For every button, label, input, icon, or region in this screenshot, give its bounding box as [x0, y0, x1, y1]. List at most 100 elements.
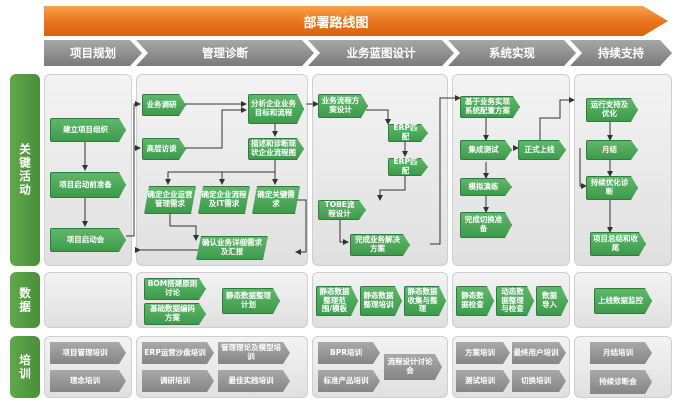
data-static-scope: 静态数据整理范围/模板: [316, 286, 358, 316]
phase-planning: 项目规划: [44, 40, 142, 66]
training-solution: 方案培训: [456, 342, 510, 364]
box-label: 项目总结和收尾: [593, 234, 638, 252]
activity-describe-process: 描述和诊断现状企业流程图: [248, 138, 304, 160]
roadmap-title: 部署路线图: [303, 15, 369, 31]
activity-key-requirements: 确定关键需求: [252, 186, 300, 214]
box-label: 最终用户培训: [513, 347, 559, 357]
phase-label: 项目规划: [70, 46, 116, 60]
training-end-user: 最终用户培训: [512, 342, 566, 364]
activity-cutover-prep: 完成切换准备: [460, 212, 512, 238]
box-label: 项目管理培训: [62, 347, 108, 357]
box-label: ERP匹配: [393, 123, 418, 141]
training-continuous-diagnosis: 持续诊断会: [590, 370, 652, 394]
box-label: 上线数据监控: [598, 295, 643, 305]
activity-erp-match-2: ERP匹配: [388, 158, 428, 176]
activity-project-closeout: 项目总结和收尾: [590, 232, 646, 256]
box-label: 月结培训: [603, 347, 633, 357]
phase-implementation: 系统实现: [448, 40, 576, 66]
data-dynamic-check: 动态数据整理与检查: [496, 286, 534, 316]
activity-simulation: 模拟演练: [460, 178, 512, 196]
activity-go-live: 正式上线: [518, 140, 566, 160]
activity-erp-match-1: ERP匹配: [388, 124, 428, 142]
training-cutover: 切换培训: [512, 370, 566, 392]
phase-label: 系统实现: [489, 46, 535, 60]
row-label-text: 培训: [18, 353, 32, 381]
box-label: 分析企业业务目标和流程: [251, 99, 296, 117]
box-label: 静态数据检查: [461, 291, 484, 309]
training-research: 调研培训: [142, 370, 214, 392]
box-label: 管理理论及模型培训: [221, 343, 281, 361]
box-label: 数据导入: [542, 291, 557, 309]
training-process-design-meeting: 流程设计讨论会: [384, 354, 442, 380]
box-label: 运行支持及优化: [590, 100, 629, 118]
box-label: ERP匹配: [393, 157, 418, 175]
activity-prestart-prep: 项目启动前准备: [50, 172, 126, 198]
box-label: 静态数据整理培训: [363, 291, 394, 309]
box-label: 集成测试: [468, 144, 499, 154]
phase-label: 管理诊断: [202, 46, 248, 60]
training-mgmt-theory: 管理理论及模型培训: [218, 342, 290, 364]
box-label: 完成切换准备: [464, 215, 503, 233]
box-label: 高层访谈: [146, 143, 177, 153]
training-erp-sandbox: ERP运营沙盘培训: [142, 342, 214, 364]
training-standard-product: 标准产品培训: [318, 370, 380, 392]
box-label: 确认业务详细需求及汇报: [202, 238, 262, 256]
activity-complete-solution: 完成业务解决方案: [350, 234, 410, 256]
training-bpr: BPR培训: [318, 342, 380, 364]
phase-label: 业务蓝图设计: [346, 46, 416, 60]
activity-tobe-design: TOBE流程设计: [318, 200, 366, 220]
activity-business-research: 业务调研: [142, 94, 186, 116]
activity-continuous-diagnosis: 持续优化诊断: [586, 176, 638, 200]
activity-integration-test: 集成测试: [460, 140, 512, 160]
box-label: 模拟演练: [468, 181, 499, 191]
box-label: 基于业务实现系统配置方案: [465, 97, 510, 115]
box-label: 正式上线: [524, 144, 555, 154]
box-label: 业务流程方案设计: [321, 96, 360, 114]
box-label: 项目启动会: [66, 234, 105, 244]
box-label: 调研培训: [160, 375, 190, 385]
box-label: 月结: [602, 144, 617, 154]
box-label: 项目启动前准备: [59, 179, 112, 189]
data-coding-scheme: 基础数据编码方案: [144, 303, 206, 325]
box-label: 持续诊断会: [599, 376, 637, 386]
activity-system-config: 基于业务实现系统配置方案: [460, 96, 520, 118]
box-label: 确定企业运营管理需求: [147, 190, 193, 208]
phase-label: 持续支持: [598, 46, 644, 60]
training-concept: 理念培训: [50, 370, 126, 392]
data-static-check: 静态数据检查: [456, 286, 494, 316]
training-pm: 项目管理培训: [50, 342, 126, 364]
box-label: 方案培训: [465, 347, 495, 357]
activity-kickoff: 项目启动会: [50, 228, 126, 252]
box-label: TOBE流程设计: [324, 200, 355, 218]
row-label-text: 关键活动: [18, 143, 32, 197]
box-label: 标准产品培训: [323, 375, 369, 385]
box-label: 建立项目组织: [63, 124, 108, 134]
activity-month-close: 月结: [586, 140, 638, 160]
row-label-text: 数据: [18, 286, 32, 314]
data-bom-principles: BOM搭建原则讨论: [144, 278, 206, 300]
box-label: 完成业务解决方案: [355, 235, 400, 253]
roadmap-banner: 部署路线图: [44, 6, 668, 36]
box-label: 切换培训: [521, 375, 551, 385]
box-label: BOM搭建原则讨论: [147, 279, 198, 297]
row-label-activities: 关键活动: [10, 74, 40, 266]
box-label: 最佳实践培训: [228, 375, 274, 385]
activity-analyze-goals: 分析企业业务目标和流程: [248, 94, 304, 124]
box-label: BPR培训: [330, 347, 362, 357]
box-label: 测试培训: [465, 375, 495, 385]
training-testing: 测试培训: [456, 370, 510, 392]
panel-data-plan: [44, 272, 132, 328]
activity-run-support: 运行支持及优化: [586, 98, 638, 122]
data-golive-monitor: 上线数据监控: [594, 288, 652, 314]
box-label: 持续优化诊断: [590, 178, 629, 196]
box-label: 静态数据整理范围/模板: [319, 287, 350, 314]
data-import: 数据导入: [536, 286, 568, 316]
activity-establish-org: 建立项目组织: [50, 118, 126, 142]
box-label: 确定企业流程及IT需求: [201, 190, 247, 208]
activity-process-design: 业务流程方案设计: [318, 94, 368, 118]
data-static-collect: 静态数据收集与整理: [404, 286, 446, 316]
box-label: 理念培训: [70, 375, 100, 385]
box-label: 静态数据整理计划: [226, 291, 271, 309]
phase-support: 持续支持: [570, 40, 672, 66]
